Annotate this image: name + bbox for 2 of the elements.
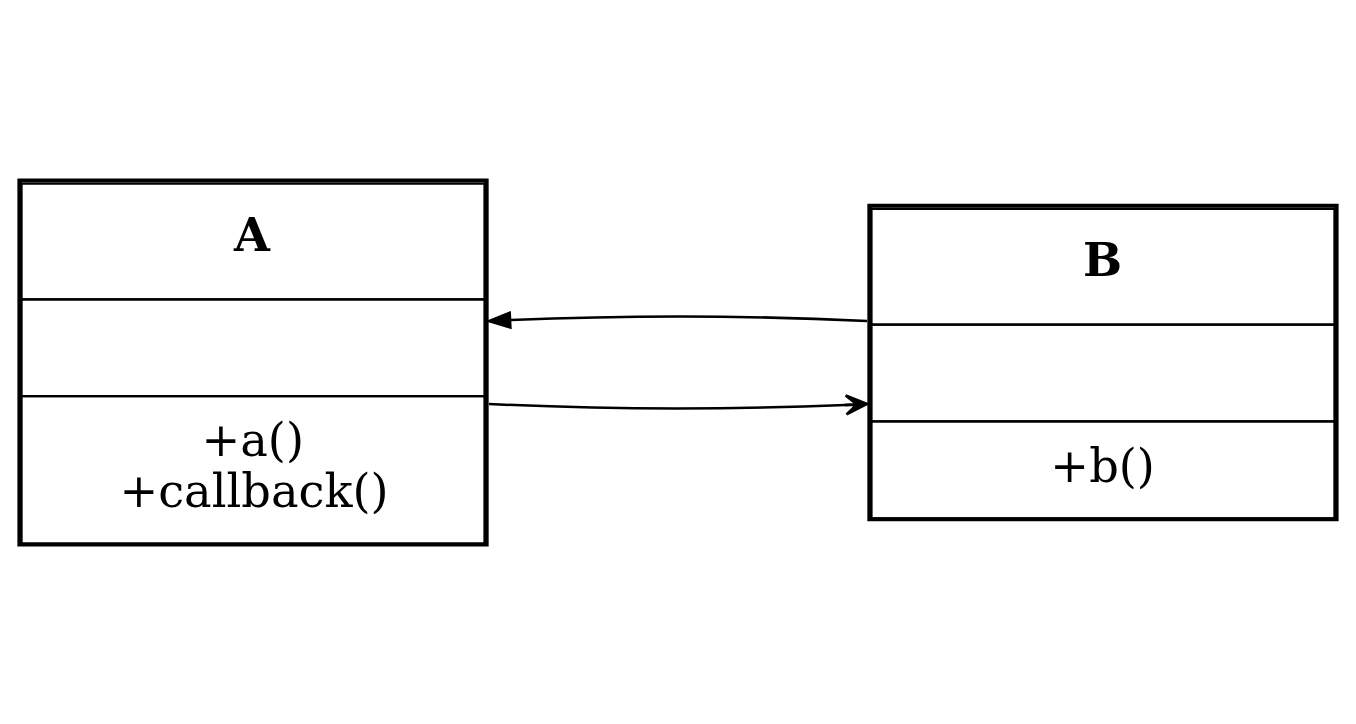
arrow: [485, 310, 868, 329]
arrow: [488, 393, 869, 416]
